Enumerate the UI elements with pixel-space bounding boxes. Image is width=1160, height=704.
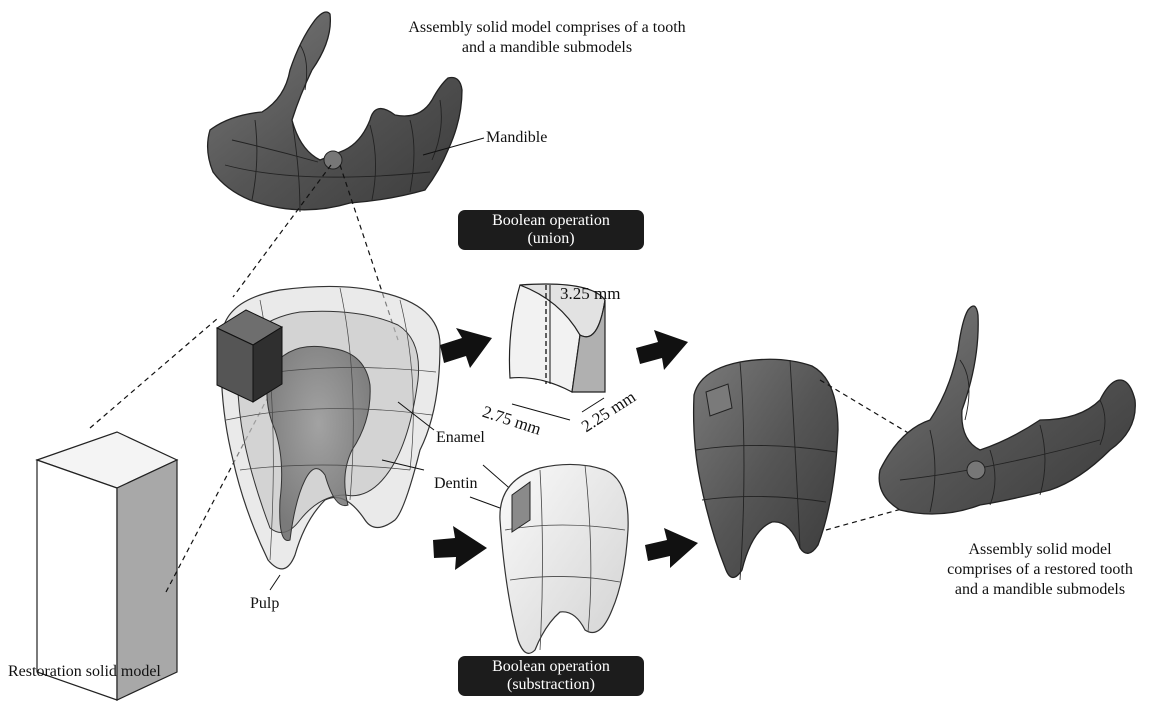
top-caption-line-1: Assembly solid model comprises of a toot… (352, 18, 742, 38)
right-arrow-icon (440, 328, 492, 368)
bottom-caption-line-1: Assembly solid model (920, 540, 1160, 560)
top-caption-line-2: and a mandible submodels (352, 38, 742, 58)
right-arrow-icon (645, 528, 698, 568)
bottom-caption: Assembly solid model comprises of a rest… (920, 540, 1160, 600)
right-arrow-icon (433, 526, 487, 570)
union-operation-title: Boolean operation (458, 212, 644, 230)
restoration-block (37, 432, 177, 700)
bottom-caption-line-2: comprises of a restored tooth (920, 560, 1160, 580)
subtraction-operation-type: (substraction) (458, 676, 644, 694)
mandible-label: Mandible (486, 128, 547, 148)
subtraction-operation-badge: Boolean operation (substraction) (458, 656, 644, 696)
right-mandible (879, 306, 1135, 514)
light-tooth (500, 464, 628, 653)
enamel-label: Enamel (436, 428, 485, 448)
height-dimension: 3.25 mm (560, 284, 620, 304)
right-arrow-icon (636, 330, 688, 370)
restoration-piece (509, 284, 605, 420)
union-operation-badge: Boolean operation (union) (458, 210, 644, 250)
top-caption: Assembly solid model comprises of a toot… (352, 18, 742, 58)
restored-tooth (694, 359, 838, 580)
pulp-label: Pulp (250, 594, 279, 614)
restoration-label: Restoration solid model (8, 662, 161, 682)
transparent-tooth (217, 286, 440, 568)
dentin-label: Dentin (434, 474, 478, 494)
bottom-caption-line-3: and a mandible submodels (920, 580, 1160, 600)
union-operation-type: (union) (458, 230, 644, 248)
subtraction-operation-title: Boolean operation (458, 658, 644, 676)
